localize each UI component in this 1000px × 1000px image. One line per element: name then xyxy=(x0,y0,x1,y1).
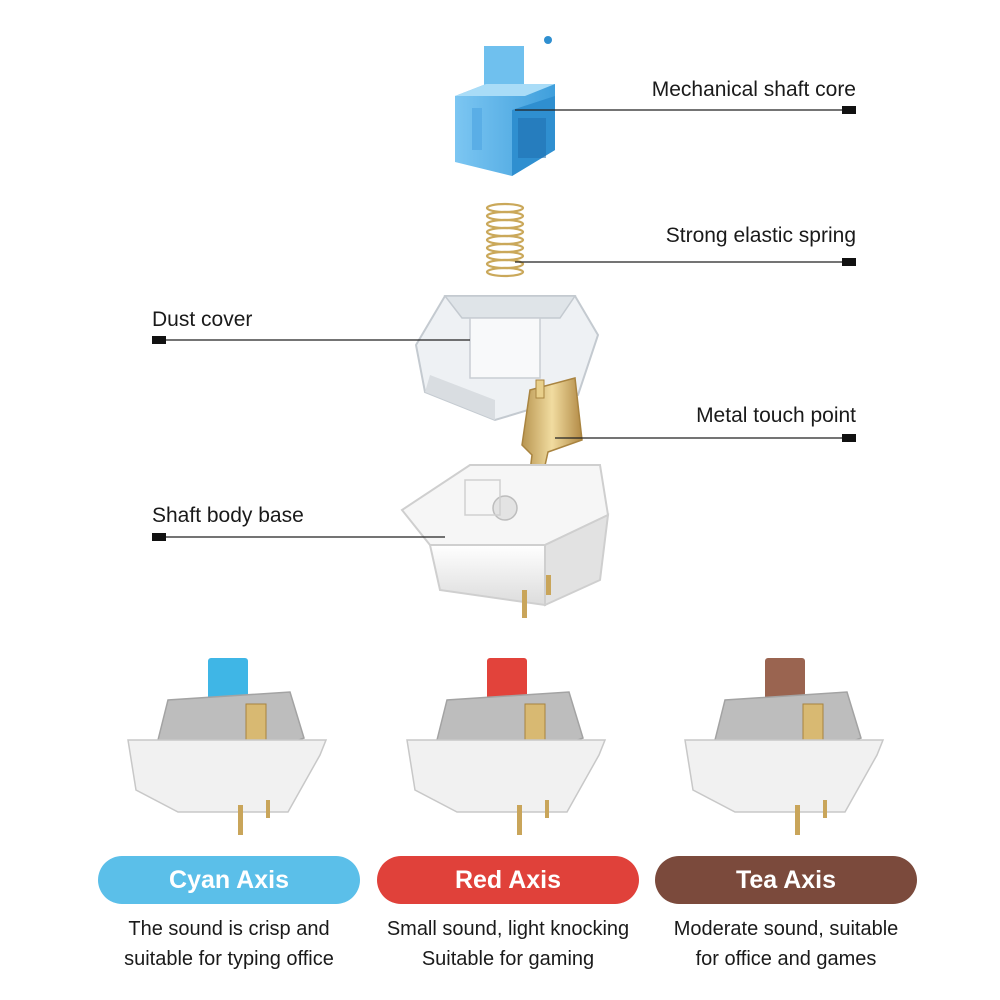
label-spring: Strong elastic spring xyxy=(666,224,856,247)
desc-red-axis: Small sound, light knocking Suitable for… xyxy=(358,914,658,974)
desc-red-line2: Suitable for gaming xyxy=(421,948,595,970)
switch-tea-pin-b xyxy=(823,800,827,818)
pill-red-axis: Red Axis xyxy=(377,856,639,904)
shaft-base-illustration xyxy=(400,464,610,618)
switch-cyan-illustration xyxy=(127,658,328,835)
callout-lines xyxy=(160,109,848,538)
desc-cyan-line2: suitable for typing office xyxy=(124,948,334,970)
switch-cyan-stem xyxy=(208,658,248,700)
label-shaft-base: Shaft body base xyxy=(152,504,304,527)
desc-cyan-line1: The sound is crisp and xyxy=(128,918,330,940)
switch-red-illustration xyxy=(406,658,607,835)
label-metal-contact: Metal touch point xyxy=(696,404,856,427)
callout-end-marks xyxy=(152,106,856,541)
desc-tea-line2: for office and games xyxy=(695,948,877,970)
pill-cyan-axis: Cyan Axis xyxy=(98,856,360,904)
switch-cyan-pin-b xyxy=(266,800,270,818)
switch-cyan-pin-a xyxy=(238,805,243,835)
assembled-switches xyxy=(127,658,885,835)
label-dust-cover: Dust cover xyxy=(152,308,252,331)
switch-red-pin-b xyxy=(545,800,549,818)
switch-red-stem xyxy=(487,658,527,700)
switch-tea-stem xyxy=(765,658,805,700)
pill-tea-axis: Tea Axis xyxy=(655,856,917,904)
desc-tea-axis: Moderate sound, suitable for office and … xyxy=(636,914,936,974)
label-shaft-core: Mechanical shaft core xyxy=(652,78,856,101)
desc-cyan-axis: The sound is crisp and suitable for typi… xyxy=(79,914,379,974)
switch-tea-base xyxy=(684,739,885,813)
spring-illustration xyxy=(485,202,525,278)
switch-tea-illustration xyxy=(684,658,885,835)
shaft-core-illustration xyxy=(455,36,555,176)
switch-tea-pin-a xyxy=(795,805,800,835)
switch-red-pin-a xyxy=(517,805,522,835)
desc-red-line1: Small sound, light knocking xyxy=(386,918,630,940)
switch-red-base xyxy=(406,739,607,813)
switch-cyan-base xyxy=(127,739,328,813)
desc-tea-line1: Moderate sound, suitable xyxy=(673,918,899,940)
